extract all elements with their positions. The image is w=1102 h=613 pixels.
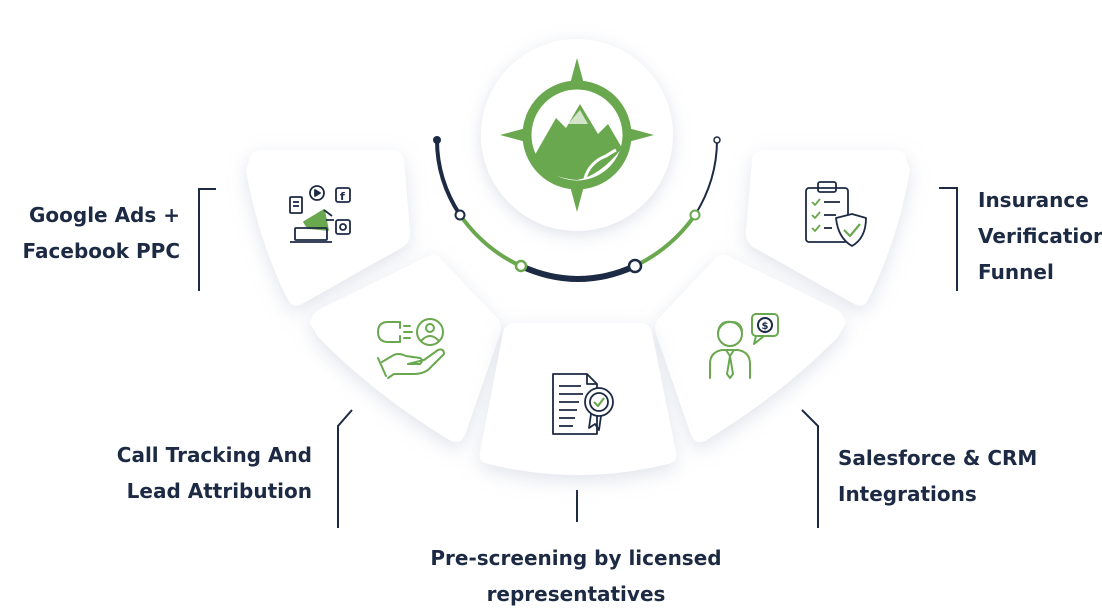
label-salesforce-crm: Salesforce & CRM Integrations — [838, 446, 1038, 506]
arc-right-navy — [694, 139, 718, 216]
arc-node-3 — [514, 259, 528, 273]
arc-right-green — [634, 213, 697, 268]
compass-mountain-logo — [481, 39, 673, 231]
clipboard-check-icon — [805, 181, 867, 247]
connector-salesforce — [801, 409, 819, 528]
arc-node-4 — [627, 258, 643, 274]
label-call-tracking: Call Tracking And Lead Attribution — [116, 443, 312, 503]
label-prescreening: Pre-screening by licensed representative… — [430, 546, 722, 606]
arc-node-5 — [689, 209, 701, 221]
magnet-lead-icon — [377, 318, 445, 379]
label-insurance-verification: Insurance Verification Funnel — [978, 188, 1102, 284]
card-prescreening — [479, 323, 677, 475]
arc-left-green — [458, 213, 522, 268]
label-google-ads-ppc: Google Ads + Facebook PPC — [22, 203, 180, 263]
arc-bottom-navy — [519, 263, 637, 282]
connector-insurance — [939, 187, 958, 291]
arc-node-6 — [713, 136, 721, 144]
certificate-icon — [552, 373, 614, 435]
arc-node-2 — [454, 209, 466, 221]
advisor-money-icon: $ — [709, 313, 779, 379]
card-salesforce — [655, 254, 846, 443]
social-ads-icon: f — [289, 185, 351, 243]
svg-text:$: $ — [762, 321, 769, 332]
svg-text:f: f — [340, 190, 345, 203]
connector-google — [198, 188, 216, 291]
connector-call — [337, 409, 353, 528]
arc-node-1 — [433, 136, 441, 144]
card-call-tracking — [310, 254, 501, 443]
arc-left-navy — [435, 139, 462, 217]
